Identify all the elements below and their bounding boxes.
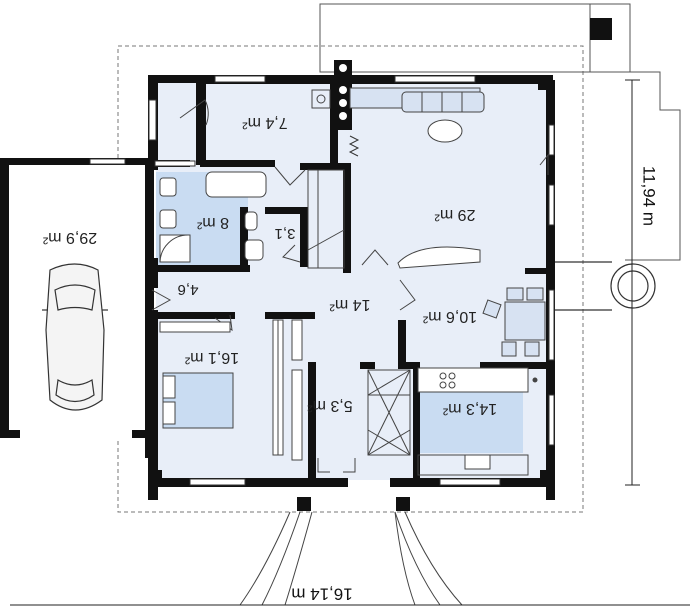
label-bedroom: 16,1 m² [184, 349, 239, 366]
car [42, 263, 108, 411]
terrace-round [555, 261, 656, 311]
dimension-lines [10, 79, 690, 606]
pillar [297, 497, 311, 511]
cupboard [367, 369, 411, 456]
terrace-outline [117, 45, 584, 513]
label-garage: 29,9 m² [42, 229, 97, 246]
door-swings [151, 99, 549, 473]
label-hall: 14 m² [329, 296, 371, 313]
stairs [307, 169, 345, 269]
bathroom-fixtures [159, 171, 267, 263]
label-hall-small: 4,6 [178, 281, 199, 298]
label-laundry: 7,4 m² [242, 114, 288, 131]
dining-furniture [482, 287, 546, 357]
room-labels: 29,9 m² 7,4 m² 8 m² 3,1 29 m² 4,6 14 m² … [42, 114, 497, 417]
pillar [396, 497, 410, 511]
windows [89, 75, 555, 486]
entrance-steps [239, 511, 463, 606]
dimension-width: 16,14 m [291, 585, 352, 604]
chimney-column [334, 60, 360, 157]
living-furniture [349, 87, 485, 269]
laundry-fixtures [311, 89, 331, 109]
bed [162, 372, 234, 429]
dimension-depth: 11,94 m [640, 166, 659, 226]
label-wc: 3,1 [275, 225, 296, 242]
label-entrance: 5,3 m² [307, 397, 353, 414]
label-kitchen: 14,3 m² [442, 400, 497, 417]
wardrobes [159, 319, 303, 461]
label-dining: 10,6 m² [422, 308, 477, 325]
garage-walls [0, 158, 154, 458]
kitchen-fixtures [417, 367, 538, 476]
label-living: 29 m² [434, 206, 476, 223]
label-bathroom: 8 m² [196, 214, 229, 231]
pillar [590, 18, 612, 40]
